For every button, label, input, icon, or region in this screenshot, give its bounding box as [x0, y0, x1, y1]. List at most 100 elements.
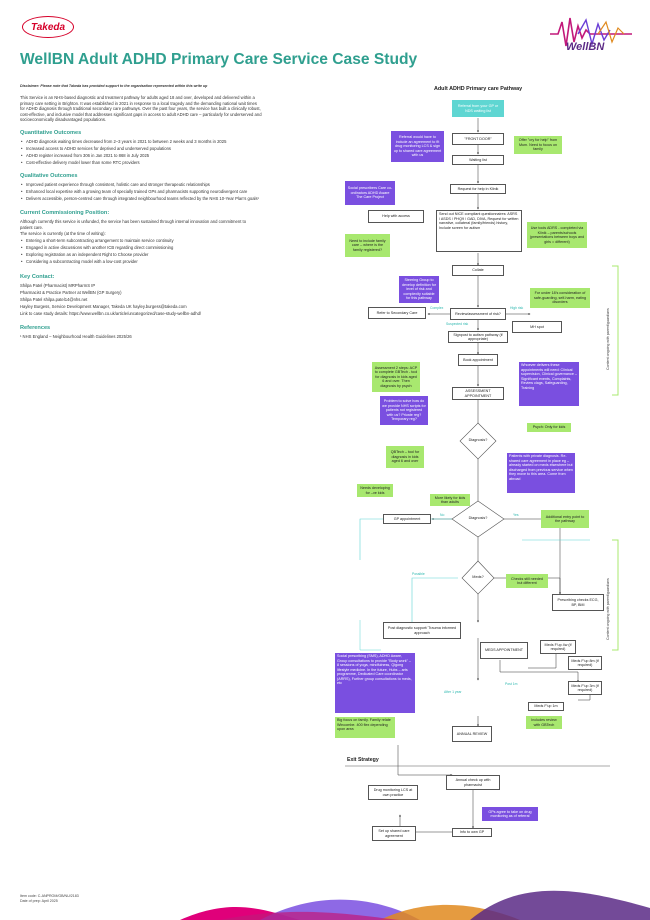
meds-appointment-box: MEDS APPOINTMENT [480, 642, 528, 659]
quant-item: Cost-effective delivery model lower than… [21, 160, 140, 166]
qual-item: Enhanced local expertise with a growing … [21, 189, 247, 195]
diagnosis-1-text: Diagnosis? [468, 438, 488, 442]
social-prescribing-note: Social prescribing (SMS), ADHD Aware, Gr… [335, 653, 415, 713]
commissioning-item: Engaged in active discussions with anoth… [21, 245, 173, 251]
pathway-title: Adult ADHD Primary care Pathway [434, 86, 523, 92]
offer-help-note: Offer "cry for help" from Mum. Need to f… [514, 136, 562, 154]
commissioning-text: Although currently this service is unfun… [20, 219, 247, 224]
after-1-year-label: After 1 year [444, 690, 462, 694]
intro-line-2: primary care setting in Brighton. It was… [20, 100, 257, 106]
side-label-top: Content ongoing with parent/guardians [606, 308, 610, 370]
diagnosis-2-text: Diagnosis? [468, 516, 488, 520]
quantitative-heading: Quantitative Outcomes [20, 130, 82, 136]
post-1m-label: Post 1m [505, 682, 518, 686]
front-door-box: "FRONT DOOR" [452, 133, 504, 145]
footer-date: Date of prep: April 2025 [20, 898, 58, 903]
footer-item-code: Item code: C-ANPROM/GB/NU/2183 [20, 894, 79, 898]
needs-developing-note: Needs developing for –ve kids [357, 484, 393, 497]
qual-item: Delivers accessible, person-centred care… [21, 196, 259, 202]
quant-item: ADHD diagnosis waiting times decreased f… [21, 139, 226, 145]
includes-review-note: Includes review with GBTech [526, 716, 562, 729]
references-heading: References [20, 325, 51, 331]
quant-item: ADHD register increased from 306 in Jan … [21, 153, 149, 159]
additional-entry-note: Additional entry point to the pathway [541, 510, 589, 528]
referral-box: Referral from your GP or NDS waiting lis… [452, 100, 504, 117]
private-diagnosis-note: Patients with private diagnosis. Re-shar… [507, 453, 575, 493]
wellbn-logo-wave [550, 17, 632, 47]
collate-box: Collate [452, 265, 504, 276]
nhs-scripts-note: Problem to solve how do we provide NHS s… [380, 396, 428, 425]
contact-line: Pharmacist & Practice Partner at WellBN … [20, 290, 122, 295]
refer-secondary-box: Refer to Secondary Care [368, 307, 426, 319]
possible-label: Possible [412, 572, 425, 576]
reference-item: ¹ NHS England – Neighbourhood Health Gui… [20, 334, 132, 339]
intro-line-4: cost-effective, and inclusive model that… [20, 111, 262, 117]
mh-spot-box: MH spot [512, 321, 562, 333]
side-label-bottom: Content ongoing with parent/guardians [606, 578, 610, 640]
commissioning-item: Considering a subcontracting model with … [21, 259, 138, 265]
annual-review-box: ANNUAL REVIEW [452, 726, 492, 742]
psych-kids-note: Psych: Only for kids [527, 423, 571, 432]
gps-agree-note: GPs agree to take on drug monitoring as … [482, 807, 538, 821]
exit-strategy-heading: Exit Strategy [347, 757, 379, 763]
family-care-note: Need to include family care – where is t… [345, 234, 390, 257]
high-risk-label: High risk [510, 306, 524, 310]
commissioning-text: patient care. [20, 224, 44, 230]
commissioning-item: Exploring registration as an independent… [21, 252, 148, 258]
post-diagnostic-box: Post diagnostic support/ Trauma informed… [383, 622, 461, 639]
qualitative-heading: Qualitative Outcomes [20, 173, 78, 179]
drug-monitoring-box: Drug monitoring LCS at own practice [368, 785, 418, 800]
help-access-box: Help with access [368, 210, 424, 223]
more-likely-note: More likely for kids than adults [430, 494, 470, 506]
annual-checkup-box: Annual check up with pharmacist [446, 775, 500, 790]
meds-followup-8m: Meds F'up 8m (if required) [568, 656, 602, 670]
book-appointment-box: Book appointment [458, 354, 498, 366]
checks-note: Checks still needed but different [506, 574, 548, 588]
yes-label: Yes [513, 513, 519, 517]
contacts-heading: Key Contact: [20, 274, 55, 280]
social-prescribers-note: Social prescribers Care co-ordinators AD… [345, 181, 395, 205]
contact-link[interactable]: Link to case study details: https://www.… [20, 311, 202, 316]
send-questionnaires-box: Send out NICE compliant questionnaires: … [436, 210, 522, 252]
review-risk-box: Review/assessment of risk? [450, 308, 506, 320]
meds-followup-4w: Meds F'up 4w (if required) [540, 640, 576, 654]
footer-wave-decoration [180, 890, 650, 920]
wellbn-logo-text: WellBN [566, 41, 605, 53]
intro-line-3: for ADHD diagnosis through traditional s… [20, 106, 261, 112]
disclaimer: Disclaimer: Please note that Takeda has … [20, 84, 208, 88]
use-tools-note: Use tools ADRS - completed via Klinik – … [527, 222, 587, 248]
front-door-note: Referral would have to include an agreem… [391, 131, 444, 162]
shared-care-box: Set up shared care agreement [372, 826, 416, 841]
big-focus-note: Big focus on family. Family relate Winco… [335, 717, 395, 738]
assessment-appointment-box: ASSESSMENT APPOINTMENT [452, 387, 504, 400]
intro-line-1: This Service is an NHS-based diagnostic … [20, 95, 255, 100]
suspected-risk-label: Suspected risk [446, 322, 469, 326]
commissioning-text: The service is currently (at the time of… [20, 231, 106, 236]
info-gp-box: Info to own GP [452, 828, 492, 837]
request-help-box: Request for help in Klinik [450, 184, 506, 194]
qual-item: Improved patient experience through cons… [21, 182, 210, 188]
footer-code: Item code: C-ANPROM/GB/NU/2183 Date of p… [20, 894, 79, 903]
contact-line: Shilpa Patel shilpa.patel14@nhs.net [20, 297, 88, 302]
meds-text: Meds? [472, 575, 484, 579]
prescribing-checks-box: Prescribing checks ECG, BP, BMI [552, 594, 604, 611]
complex-label: Complex [430, 306, 444, 310]
page-title: WellBN Adult ADHD Primary Care Service C… [20, 51, 418, 68]
commissioning-item: Entering a short-term subcontracting arr… [21, 238, 174, 244]
qbtech-note: QBTech – tool for diagnosis in kids aged… [386, 446, 424, 468]
takeda-logo: Takeda [22, 16, 74, 38]
signpost-autism-box: Signpost to autism pathway (if appropria… [448, 331, 508, 343]
no-label: No [440, 513, 445, 517]
waiting-list-box: Waiting list [452, 155, 504, 165]
supervision-note: Whoever delivers these appointments will… [519, 362, 579, 406]
steering-group-note: Steering Group to develop definition for… [399, 276, 439, 303]
intro-line-5: socioeconomically disadvantaged populati… [20, 117, 107, 123]
assessment-steps-note: Assessment 2 steps: ACP to complete GBTe… [372, 362, 420, 392]
commissioning-heading: Current Commissioning Position: [20, 210, 110, 216]
under-18-note: For under 18's consideration of safe-gua… [530, 288, 590, 308]
meds-followup-1m: Meds F'up 1m [528, 702, 564, 711]
gp-appointment-box: GP appointment [383, 514, 431, 524]
quant-item: Increased access to ADHD services for de… [21, 146, 171, 152]
contact-line: Shilpa Patel (Pharmacist) MRPharmS IP [20, 283, 96, 288]
contact-line: Hayley Burgess, Service Development Mana… [20, 304, 187, 309]
